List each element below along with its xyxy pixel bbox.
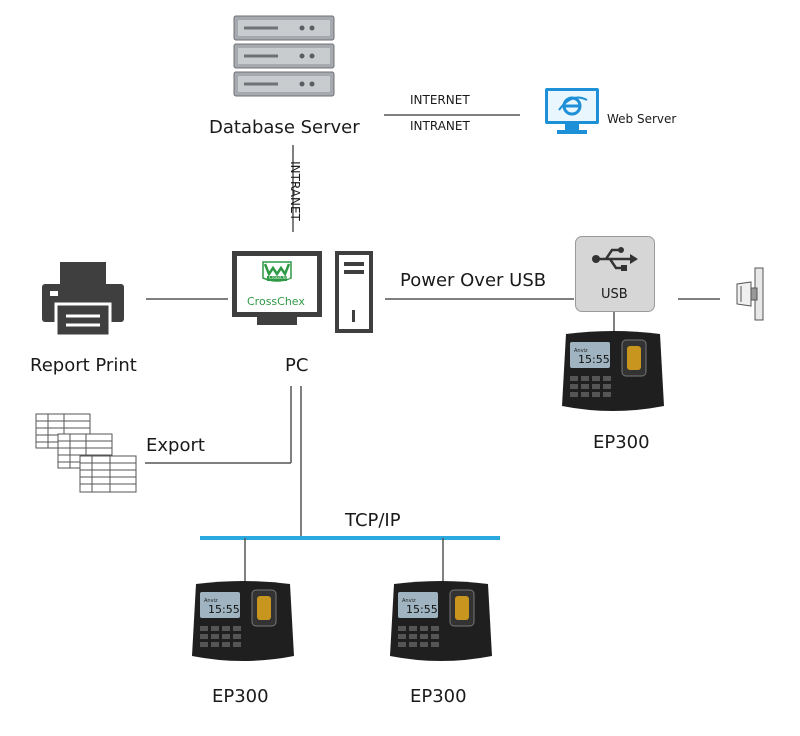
database-server-icon xyxy=(233,15,335,97)
svg-text:15:55: 15:55 xyxy=(578,353,610,366)
usb-label: USB xyxy=(601,287,628,302)
ep300-left-label: EP300 xyxy=(212,686,269,707)
svg-text:Anviz: Anviz xyxy=(204,598,218,604)
database-server-label: Database Server xyxy=(209,117,360,138)
intranet-vertical-label: INTRANET xyxy=(288,161,302,221)
ep300-usb-label: EP300 xyxy=(593,432,650,453)
pc-monitor: CrossChex CrossChex xyxy=(231,250,323,326)
export-label: Export xyxy=(146,435,205,456)
svg-text:15:55: 15:55 xyxy=(406,603,438,616)
power-over-usb-label: Power Over USB xyxy=(400,270,547,291)
usb-cable-icon xyxy=(736,267,764,321)
internet-label: INTERNET xyxy=(410,93,470,107)
report-print-label: Report Print xyxy=(30,355,137,376)
pc-tower-icon xyxy=(335,251,373,333)
svg-text:Anviz: Anviz xyxy=(402,598,416,604)
web-server-label: Web Server xyxy=(607,112,677,126)
usb-symbol-icon xyxy=(592,247,638,271)
crosschex-badge: CrossChex xyxy=(269,275,291,280)
web-server-icon xyxy=(545,88,599,134)
ep300-left-device-icon: Anviz 15:55 xyxy=(192,581,294,661)
monitor-icon xyxy=(232,251,322,325)
pc-label: PC xyxy=(285,355,309,376)
usb-hub: USB xyxy=(575,236,655,312)
svg-text:Anviz: Anviz xyxy=(574,348,588,354)
printer-icon xyxy=(42,262,124,338)
intranet-label: INTRANET xyxy=(410,119,470,133)
ep300-usb-device-icon: Anviz 15:55 xyxy=(562,331,664,411)
ep300-right-label: EP300 xyxy=(410,686,467,707)
crosschex-logo-text: CrossChex xyxy=(247,295,305,308)
export-icon xyxy=(35,413,137,493)
tcp-ip-label: TCP/IP xyxy=(345,510,401,531)
ep300-right-device-icon: Anviz 15:55 xyxy=(390,581,492,661)
svg-text:15:55: 15:55 xyxy=(208,603,240,616)
